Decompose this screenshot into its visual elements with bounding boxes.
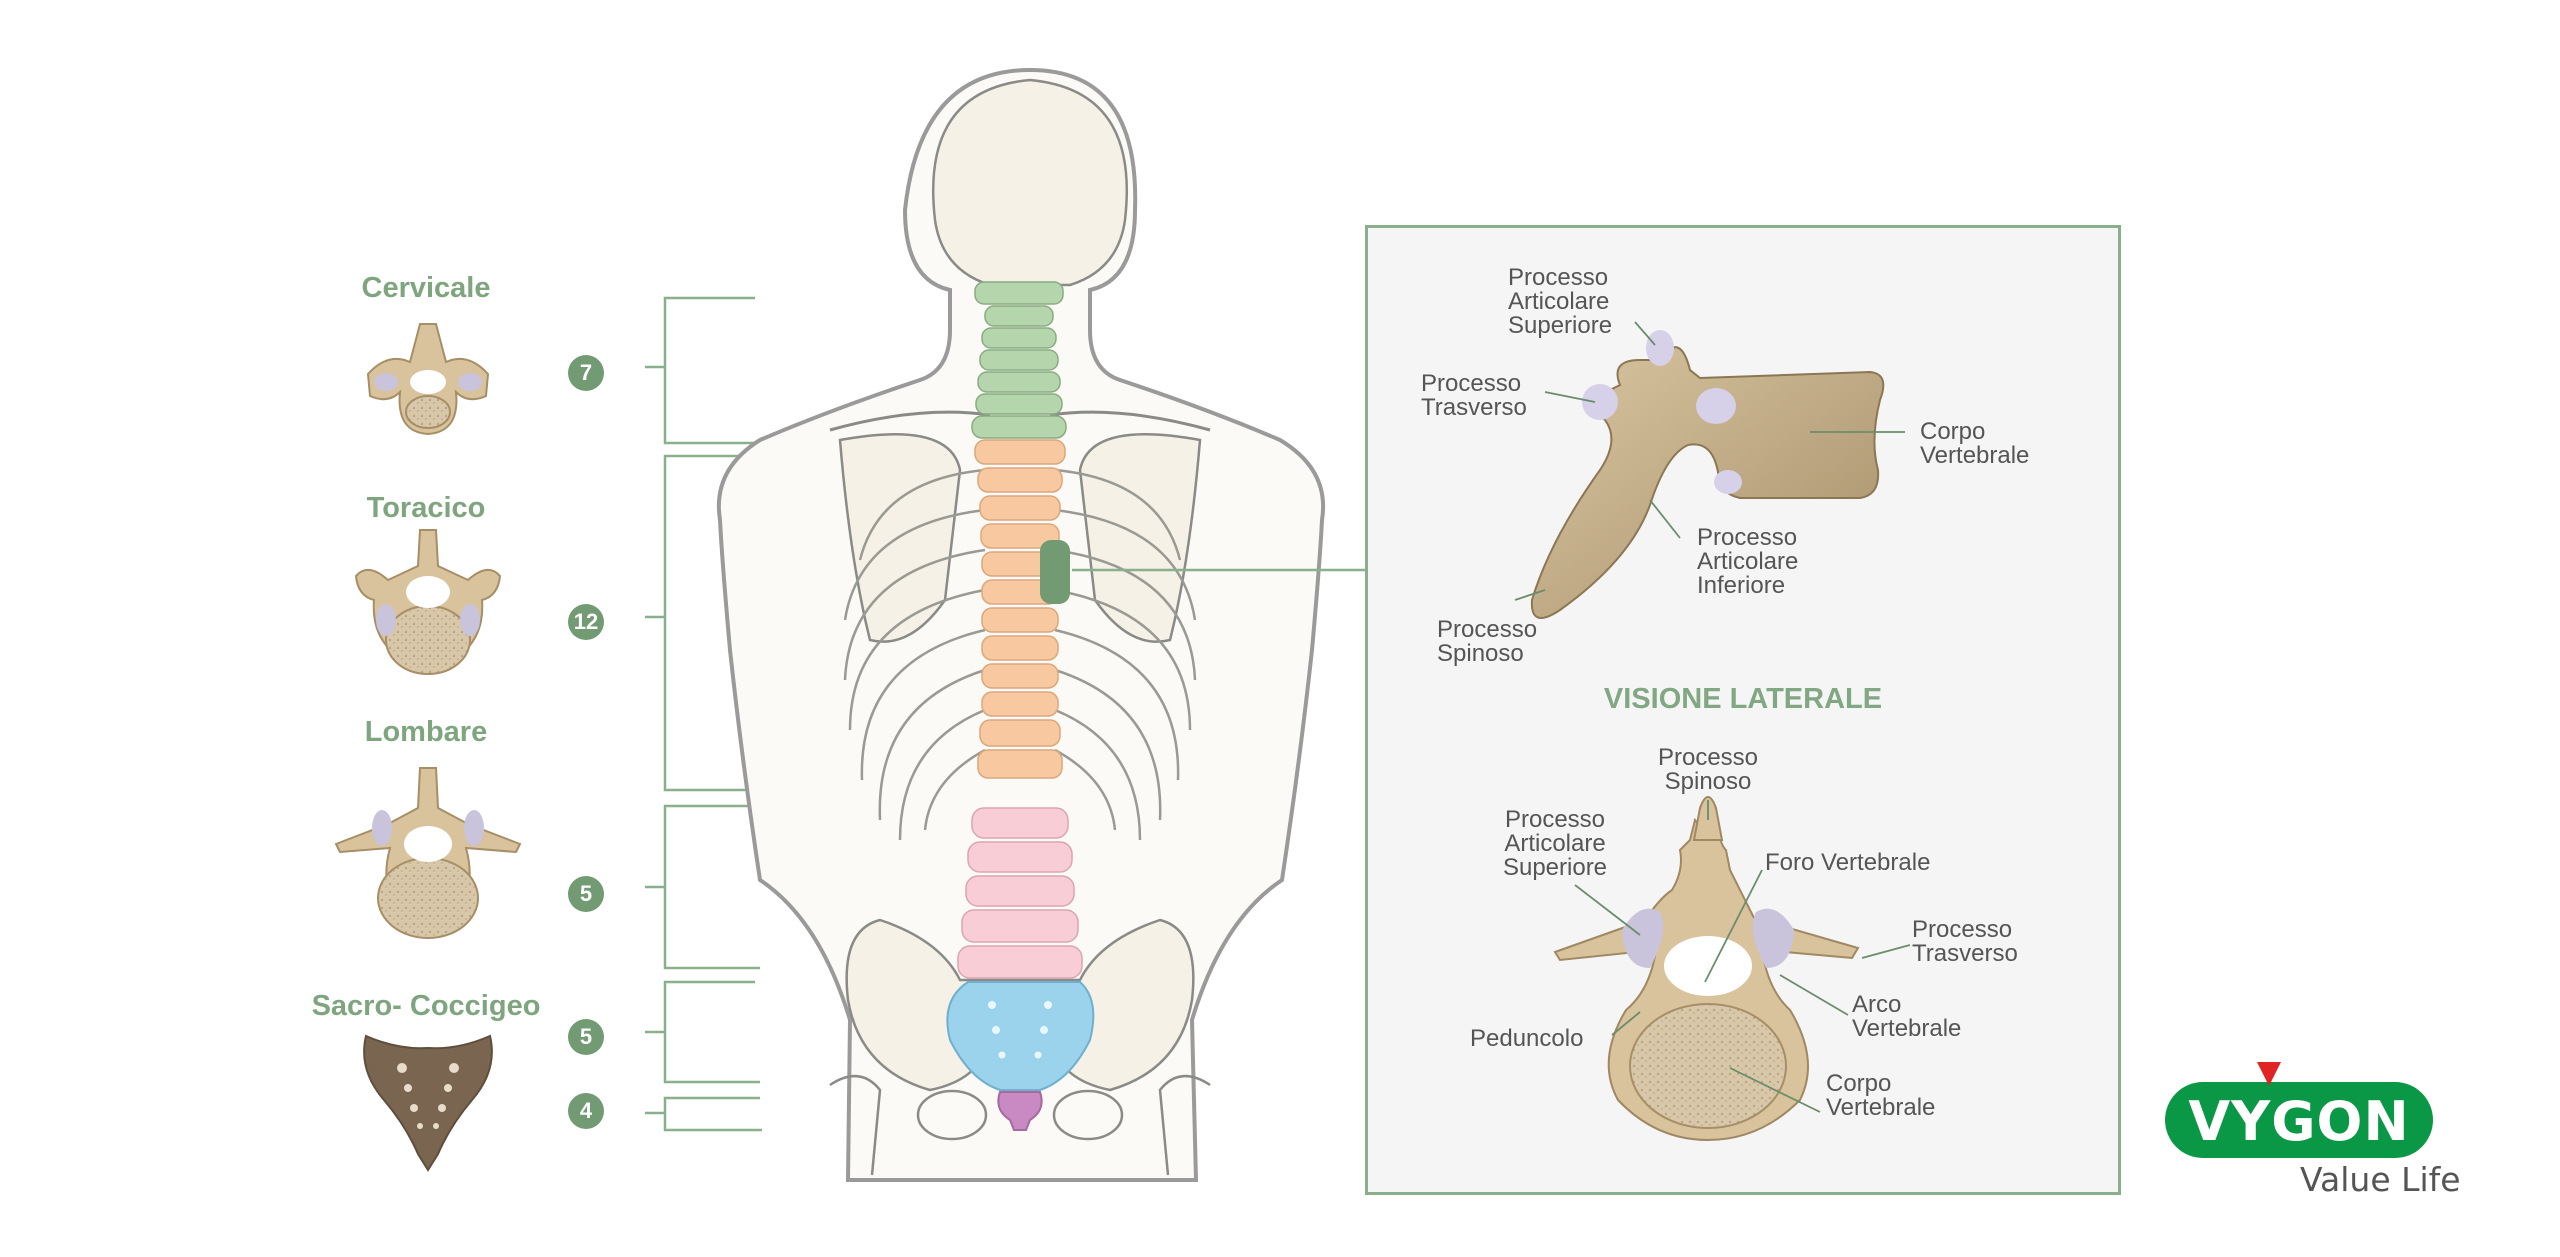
brand-tagline: Value Life (2300, 1160, 2461, 1199)
lateral-leader-lines (1514, 321, 1905, 601)
logo-pill (2165, 1082, 2433, 1158)
region-brackets (645, 296, 762, 1132)
count-badge-lombare: 5 (568, 876, 604, 912)
count-badge-coccigeo: 4 (568, 1093, 604, 1129)
label-processo-trasverso: Processo Trasverso (1421, 370, 1527, 421)
lumbar-spine (957, 807, 1083, 979)
spine-column (946, 281, 1095, 1131)
region-label-lombare: Lombare (364, 716, 488, 748)
count-badge-cervicale: 7 (568, 355, 604, 391)
label-top-processo-articolare-superiore: Processo Articolare Superiore (1502, 806, 1608, 881)
coccyx (997, 1091, 1043, 1131)
logo-wordmark: VYGON (2188, 1090, 2410, 1153)
label-top-foro-vertebrale: Foro Vertebrale (1765, 849, 1931, 876)
thoracic-spine (974, 439, 1066, 779)
label-processo-articolare-inferiore: Processo Articolare Inferiore (1697, 524, 1799, 599)
lumbar-vertebra-icon (334, 767, 522, 939)
thoracic-vertebra-icon (354, 529, 502, 675)
sacrum-icon (363, 1034, 493, 1172)
lateral-vertebra-illustration (1530, 330, 1885, 619)
region-label-cervicale: Cervicale (361, 272, 491, 304)
logo-red-triangle-icon (2257, 1062, 2281, 1086)
region-label-sacro-coccigeo: Sacro- Coccigeo (311, 990, 541, 1022)
count-badge-toracico: 12 (568, 604, 604, 640)
highlighted-vertebra (1040, 540, 1070, 604)
label-processo-articolare-superiore: Processo Articolare Superiore (1508, 264, 1613, 339)
panel-title: VISIONE LATERALE (1603, 683, 1883, 715)
label-top-peduncolo: Peduncolo (1470, 1025, 1584, 1052)
sacrum (946, 981, 1095, 1091)
cervical-vertebra-icon (366, 323, 490, 436)
label-top-arco-vertebrale: Arco Vertebrale (1852, 991, 1962, 1042)
label-processo-spinoso: Processo Spinoso (1437, 616, 1538, 667)
vygon-logo: VYGON (2165, 1062, 2435, 1158)
region-label-toracico: Toracico (366, 492, 486, 524)
count-badge-sacro: 5 (568, 1019, 604, 1055)
top-leader-lines (1574, 800, 1911, 1113)
label-top-corpo-vertebrale: Corpo Vertebrale (1826, 1070, 1936, 1121)
label-top-processo-spinoso: Processo Spinoso (1657, 744, 1759, 795)
cervical-spine (971, 281, 1067, 439)
label-corpo-vertebrale: Corpo Vertebrale (1920, 418, 2030, 469)
label-top-processo-trasverso: Processo Trasverso (1912, 916, 2018, 967)
